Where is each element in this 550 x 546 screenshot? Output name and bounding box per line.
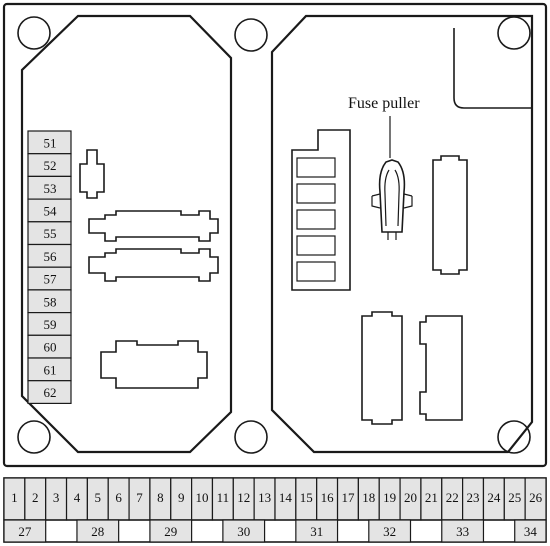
relay-block-fuse: [296, 157, 336, 178]
bottom-fuse-label: 24: [487, 490, 501, 505]
fuse-puller-label: Fuse puller: [348, 95, 420, 112]
side-fuse-label: 54: [44, 203, 58, 218]
bottom-wide-fuse-cell: [441, 519, 485, 543]
mounting-hole-bottom-left: [17, 420, 51, 454]
bottom-fuse-label: 20: [404, 490, 417, 505]
bottom-wide-fuse-label: 27: [18, 524, 32, 539]
bottom-wide-fuse-label: 29: [164, 524, 177, 539]
bottom-fuse-label: 18: [362, 490, 375, 505]
bottom-wide-fuse-label: 32: [383, 524, 396, 539]
bottom-fuse-label: 10: [196, 490, 209, 505]
mounting-hole-bottom-right: [497, 420, 531, 454]
bottom-fuse-label: 15: [300, 490, 313, 505]
side-fuse-label: 57: [44, 272, 58, 287]
bottom-wide-fuse-cell: [149, 519, 193, 543]
bottom-fuse-label: 19: [383, 490, 396, 505]
bottom-fuse-label: 11: [217, 490, 230, 505]
large-connector-left: [100, 340, 208, 389]
side-fuse-column: 51 52 53 54 55 56 57 58 59 60 61 62: [27, 130, 72, 405]
relay-block: [291, 129, 351, 291]
mounting-hole-top-right: [497, 16, 531, 50]
bottom-fuse-label: 23: [467, 490, 480, 505]
bottom-fuse-label: 17: [341, 490, 355, 505]
bottom-fuse-label: 22: [446, 490, 459, 505]
bottom-fuse-label: 21: [425, 490, 438, 505]
side-fuse-label: 58: [44, 294, 57, 309]
bottom-fuse-label: 12: [237, 490, 250, 505]
left-compartment: [20, 14, 233, 454]
bottom-fuse-label: 6: [115, 490, 122, 505]
bottom-wide-fuse-label: 34: [524, 524, 538, 539]
side-fuse-cell: [27, 380, 72, 405]
mounting-hole-top-center: [234, 18, 268, 52]
bottom-wide-fuse-cell: [295, 519, 339, 543]
fuse-puller-slot: [453, 28, 532, 109]
side-fuse-label: 52: [44, 158, 57, 173]
bottom-wide-fuse-cell: [514, 519, 547, 543]
bottom-wide-fuse-label: 31: [310, 524, 323, 539]
bottom-fuse-label: 13: [258, 490, 271, 505]
tall-relay-right: [432, 155, 468, 275]
relay-block-fuses: [296, 157, 336, 282]
bottom-wide-fuse-cell: [368, 519, 412, 543]
mounting-hole-bottom-center: [234, 420, 268, 454]
bottom-fuse-label: 9: [178, 490, 185, 505]
bottom-fuse-label: 8: [157, 490, 164, 505]
small-fuse-holder: [79, 149, 105, 199]
fuse-puller-icon: [371, 159, 413, 240]
relay-lower-middle: [361, 311, 403, 425]
side-fuse-label: 53: [44, 181, 57, 196]
relay-block-fuse: [296, 235, 336, 256]
relay-block-fuse: [296, 209, 336, 230]
bottom-fuse-label: 25: [508, 490, 521, 505]
side-fuse-label: 62: [44, 385, 57, 400]
bottom-fuse-label: 1: [11, 490, 18, 505]
bottom-fuse-label: 2: [32, 490, 39, 505]
bottom-wide-fuse-cell: [3, 519, 47, 543]
side-fuse-label: 56: [44, 249, 58, 264]
bottom-fuse-label: 7: [136, 490, 143, 505]
bottom-wide-fuse-label: 33: [456, 524, 469, 539]
bottom-wide-fuse-cell: [76, 519, 120, 543]
relay-block-fuse: [296, 183, 336, 204]
bottom-fuse-label: 4: [74, 490, 81, 505]
bottom-fuse-label: 16: [321, 490, 335, 505]
fuse-box-housing: [2, 2, 548, 468]
bottom-wide-fuse-cell: [222, 519, 266, 543]
bottom-wide-fuse-label: 30: [237, 524, 250, 539]
bottom-fuse-label: 3: [53, 490, 60, 505]
side-fuse-label: 59: [44, 317, 57, 332]
side-fuse-label: 60: [44, 340, 57, 355]
bottom-fuse-label: 5: [95, 490, 102, 505]
side-fuse-label: 55: [44, 226, 57, 241]
bottom-wide-fuse-label: 28: [91, 524, 104, 539]
relay-lower-right: [419, 315, 463, 421]
mounting-hole-top-left: [17, 16, 51, 50]
relay-block-fuse: [296, 261, 336, 282]
side-fuse-label: 61: [44, 362, 57, 377]
right-compartment: [270, 14, 534, 454]
relay-connector-upper: [88, 210, 219, 242]
bottom-fuse-label: 26: [529, 490, 543, 505]
side-fuse-label: 51: [44, 135, 57, 150]
bottom-fuse-label: 14: [279, 490, 293, 505]
relay-connector-lower: [88, 248, 219, 282]
